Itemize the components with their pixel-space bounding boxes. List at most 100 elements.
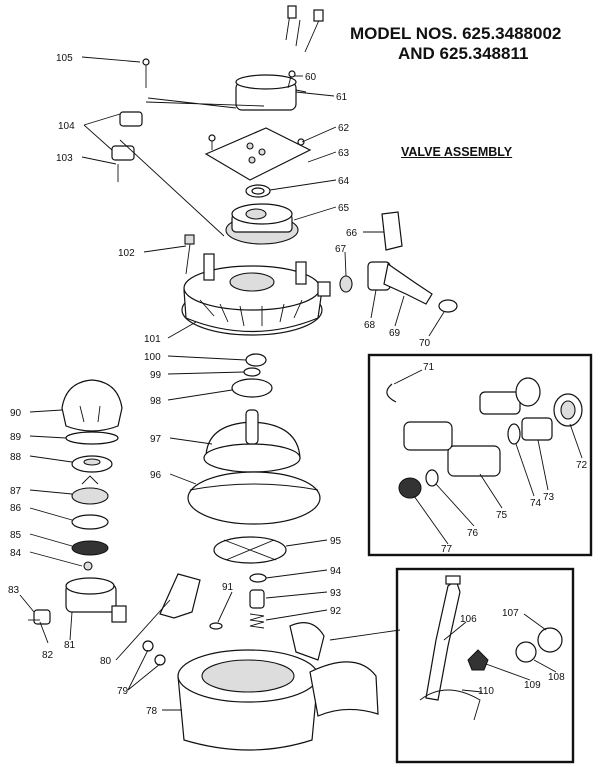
part-label: 109: [524, 680, 541, 691]
leader-104-assembly: [119, 139, 225, 237]
inset-box-valve-fittings: [367, 353, 593, 557]
part-label: 105: [56, 53, 73, 64]
valve-housing-part-78: [177, 622, 379, 751]
part-label: 66: [346, 228, 358, 239]
gear-part-85: [71, 540, 109, 556]
spacer-part-93: [249, 589, 265, 609]
clip-part-71: [386, 383, 397, 403]
part-label: 91: [222, 582, 234, 593]
part-label: 83: [8, 585, 20, 596]
part-label: 92: [330, 606, 342, 617]
part-label: 89: [10, 432, 22, 443]
part-number-labels: 60 61 62 63 64 65 66 67 68 69 70 71 72 7…: [8, 53, 588, 717]
fitting-upper-right: [479, 391, 521, 415]
ring-part-94: [249, 573, 267, 583]
part-label: 107: [502, 608, 519, 619]
fitting-upper-left: [403, 421, 453, 451]
ring-part-107: [537, 627, 563, 653]
part-label: 84: [10, 548, 22, 559]
part-label: 94: [330, 566, 342, 577]
part-label: 60: [305, 72, 317, 83]
gear-part-65: [225, 203, 299, 245]
leader-lines: [19, 56, 583, 711]
gasket-part-95: [213, 536, 287, 564]
part-label: 69: [389, 328, 401, 339]
valve-body-part-101: [181, 253, 331, 336]
washer-part-100: [245, 353, 267, 367]
motor-part-61: [235, 5, 324, 111]
part-label: 72: [576, 460, 588, 471]
washer-part-88: [71, 455, 113, 473]
leader-105: [145, 97, 265, 109]
screw-part-102: [184, 234, 195, 275]
part-label: 78: [146, 706, 158, 717]
inset-box-cam-detail: [395, 567, 575, 764]
screw-part-60: [287, 70, 296, 89]
part-label: 108: [548, 672, 565, 683]
ball-part-84: [83, 561, 93, 571]
clip-part-66: [381, 211, 403, 251]
diagram-title-line-2: AND 625.348811: [398, 44, 529, 63]
oring-part-89: [65, 431, 119, 445]
ring-part-76: [425, 469, 439, 487]
part-label: 65: [338, 203, 350, 214]
ring-part-99: [243, 367, 261, 377]
part-label: 76: [467, 528, 479, 539]
part-label: 87: [10, 486, 22, 497]
cap-upper-right: [515, 377, 541, 407]
diagram-subtitle: VALVE ASSEMBLY: [401, 145, 513, 159]
part-label: 73: [543, 492, 555, 503]
part-label: 67: [335, 244, 347, 255]
plug-part-83: [33, 609, 51, 625]
part-label: 97: [150, 434, 162, 445]
detail-connector-line: [329, 629, 401, 641]
seal-part-98: [231, 378, 273, 398]
part-label: 80: [100, 656, 112, 667]
part-label: 101: [144, 334, 161, 345]
part-label: 79: [117, 686, 129, 697]
washer-part-64: [245, 184, 271, 198]
part-label: 63: [338, 148, 350, 159]
housing-detail-110: [419, 689, 481, 721]
part-label: 90: [10, 408, 22, 419]
gear-part-87: [71, 475, 109, 505]
part-label: 96: [150, 470, 162, 481]
part-label: 68: [364, 320, 376, 331]
diagram-title-line-1: MODEL NOS. 625.3488002: [350, 24, 562, 43]
part-label: 100: [144, 352, 161, 363]
part-label: 75: [496, 510, 508, 521]
ring-part-91: [209, 622, 223, 630]
sleeve-part-73: [521, 417, 553, 441]
part-label: 106: [460, 614, 477, 625]
part-label: 82: [42, 650, 54, 661]
cam-lever-part-106: [425, 575, 461, 701]
part-label: 98: [150, 396, 162, 407]
screen-part-77: [398, 477, 422, 499]
part-label: 77: [441, 544, 453, 555]
part-label: 62: [338, 123, 350, 134]
diaphragm-part-96: [187, 471, 321, 525]
part-label: 70: [419, 338, 431, 349]
ring-part-74: [507, 423, 521, 445]
part-label: 110: [478, 686, 494, 697]
impeller-part-109: [467, 649, 489, 671]
disc-part-86: [71, 514, 109, 530]
part-label: 104: [58, 121, 75, 132]
part-label: 88: [10, 452, 22, 463]
cap-part-108: [515, 641, 537, 663]
part-label: 103: [56, 153, 73, 164]
part-label: 61: [336, 92, 348, 103]
clip-part-80: [159, 573, 201, 619]
hose-part-69: [383, 262, 433, 305]
part-label: 86: [10, 503, 22, 514]
cap-part-90: [61, 379, 123, 432]
part-label: 102: [118, 248, 135, 259]
screw-part-105: [142, 58, 150, 88]
oring-part-79a: [142, 640, 154, 652]
housing-part-81: [65, 577, 127, 623]
oring-part-79b: [154, 654, 166, 666]
piston-part-97: [203, 409, 301, 473]
adapter-part-75: [447, 445, 501, 477]
part-label: 93: [330, 588, 342, 599]
